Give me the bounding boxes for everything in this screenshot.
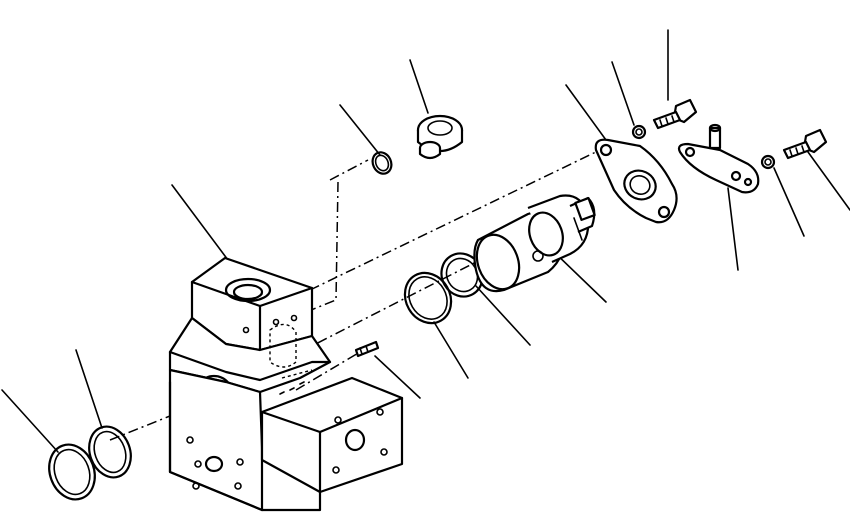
o-ring-outer-left — [48, 443, 96, 501]
washer-right — [760, 154, 776, 170]
o-ring-inner-left — [88, 425, 132, 479]
washer-top — [631, 124, 647, 140]
leader-small-o-ring — [339, 104, 381, 156]
leader-washer-top — [611, 61, 635, 126]
leader-bolt-right — [807, 151, 850, 211]
leader-o-ring-inner-left — [75, 349, 103, 429]
leader-washer-right — [773, 167, 805, 237]
solenoid-cartridge — [473, 194, 596, 293]
leader-lines — [1, 29, 850, 453]
bracket — [677, 123, 760, 194]
flange-plate — [594, 138, 678, 224]
leader-valve-body — [171, 184, 229, 261]
plug — [416, 114, 464, 160]
leader-o-ring-medium — [475, 285, 531, 346]
leader-o-ring-outer-left — [1, 389, 59, 453]
leader-bracket — [727, 187, 739, 271]
pin — [354, 340, 380, 358]
bolt-right — [782, 128, 828, 160]
valve-body — [168, 256, 404, 512]
small-o-ring — [371, 151, 393, 175]
leader-flange-plate — [565, 84, 607, 141]
bolt-top — [652, 98, 698, 130]
edge-ticks — [279, 381, 305, 395]
leader-pin — [374, 355, 421, 399]
leader-plug — [409, 59, 429, 114]
leader-o-ring-large — [433, 321, 469, 379]
